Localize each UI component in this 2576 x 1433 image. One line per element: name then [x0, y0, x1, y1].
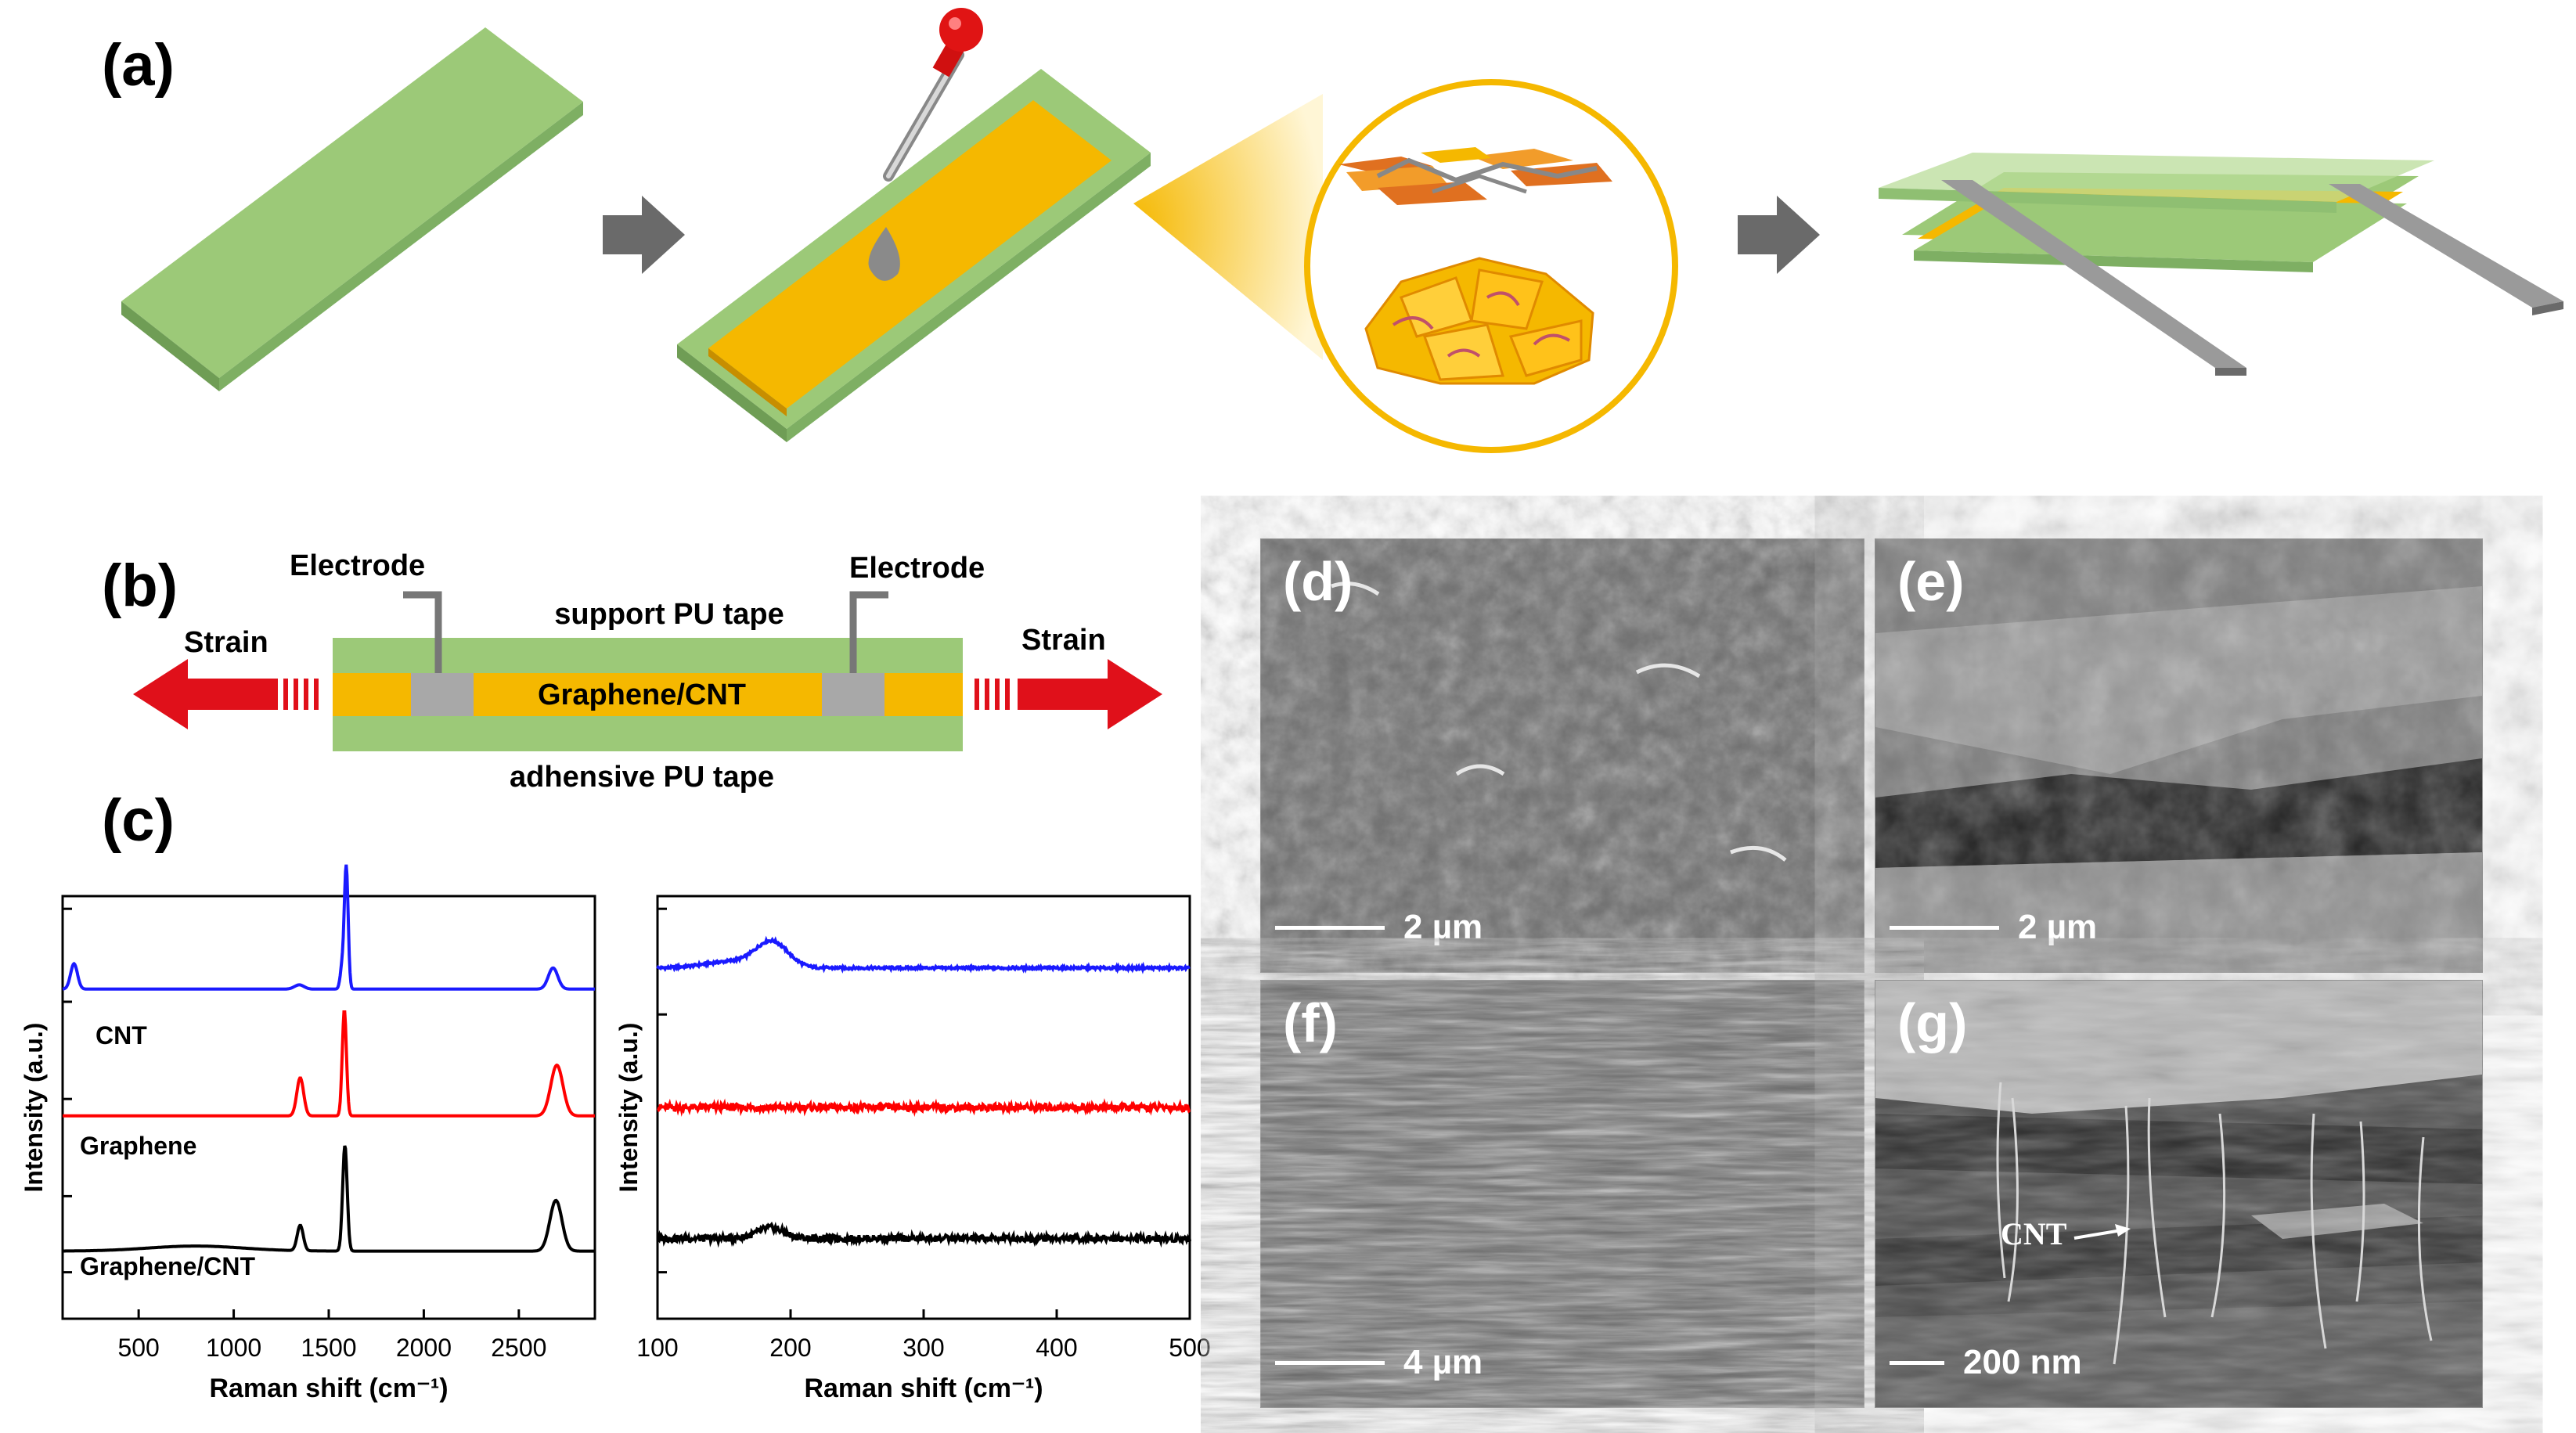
scale-bar-g: 200 nm [1890, 1343, 2082, 1382]
scale-text-e: 2 µm [2018, 908, 2098, 946]
sem-texture-f [1261, 981, 1864, 1407]
scale-text-g: 200 nm [1963, 1343, 2082, 1381]
sem-texture-g [1875, 981, 2482, 1407]
strain-arrow-left [133, 659, 319, 729]
series-label-graphene: Graphene [80, 1132, 196, 1160]
scale-line-d [1275, 925, 1385, 930]
sem-image-g: CNT (g) 200 nm [1875, 980, 2483, 1408]
x-axis-label: Raman shift (cm⁻¹) [209, 1374, 448, 1403]
x-tick-label-3: 2000 [396, 1334, 452, 1362]
sem-image-e: (e) 2 µm [1875, 538, 2483, 973]
electrode-left-label: Electrode [290, 549, 425, 582]
panel-b-schematic: Electrode Electrode support PU tape Grap… [133, 549, 1162, 794]
series-label-cnt: CNT [95, 1021, 147, 1050]
series-line-graphene [63, 1010, 595, 1118]
series-line-cnt [62, 864, 595, 991]
sem-texture-e [1875, 539, 2482, 972]
x-tick-label-1: 1000 [206, 1334, 261, 1362]
series-line-cnt [656, 935, 1191, 974]
zoom-cone [1133, 94, 1323, 360]
scale-line-g [1890, 1360, 1944, 1365]
magnified-circle [1304, 79, 1678, 453]
coated-tape [677, 69, 1151, 442]
x-tick-label-2: 1500 [301, 1334, 356, 1362]
process-arrow-1 [603, 196, 685, 274]
y-axis-label: Intensity (a.u.) [20, 1023, 48, 1193]
x-tick-label-2: 300 [903, 1334, 944, 1362]
panel-label-a: (a) [102, 32, 175, 99]
film-label: Graphene/CNT [538, 679, 746, 711]
scale-text-d: 2 µm [1403, 908, 1483, 946]
electrode-right-label: Electrode [849, 552, 985, 585]
x-tick-label-1: 200 [769, 1334, 811, 1362]
scale-line-f [1275, 1360, 1385, 1365]
panel-label-b: (b) [102, 553, 178, 619]
assembled-device [1879, 153, 2563, 376]
process-arrow-2 [1738, 196, 1820, 274]
series-line-graphene-cnt [63, 1145, 595, 1253]
annotation-arrow-icon [2074, 1223, 2131, 1240]
x-axis-label: Raman shift (cm⁻¹) [804, 1374, 1043, 1403]
electrode-left-pad [411, 673, 474, 716]
scale-line-e [1890, 925, 1999, 930]
dropper-icon [868, 8, 983, 281]
scale-bar-f: 4 µm [1275, 1343, 1483, 1382]
series-line-graphene [657, 1098, 1191, 1118]
adhesive-tape [333, 716, 963, 751]
strain-right-label: Strain [1021, 624, 1106, 657]
x-tick-label-4: 500 [1169, 1334, 1210, 1362]
sem-image-d: (d) 2 µm [1260, 538, 1864, 973]
sem-label-e: (e) [1897, 551, 1965, 612]
blank-tape [121, 27, 583, 391]
panel-a-schematic [121, 8, 2563, 453]
y-axis-label: Intensity (a.u.) [614, 1023, 643, 1193]
support-tape-label: support PU tape [554, 598, 784, 631]
x-tick-label-4: 2500 [491, 1334, 546, 1362]
support-tape [333, 638, 963, 673]
series-line-graphene-cnt [656, 1221, 1191, 1248]
scale-text-f: 4 µm [1403, 1343, 1483, 1381]
x-tick-label-0: 500 [117, 1334, 159, 1362]
electrode-right-pad [822, 673, 884, 716]
strain-left-label: Strain [184, 626, 268, 659]
scale-bar-e: 2 µm [1890, 908, 2097, 947]
adhesive-tape-label: adhensive PU tape [510, 761, 774, 794]
series-label-graphene-cnt: Graphene/CNT [80, 1252, 255, 1280]
cnt-annotation-label: CNT [2001, 1216, 2067, 1251]
panel-label-c: (c) [102, 787, 175, 854]
sem-label-f: (f) [1283, 992, 1338, 1053]
x-tick-label-0: 100 [636, 1334, 678, 1362]
x-tick-label-3: 400 [1036, 1334, 1077, 1362]
cnt-annotation: CNT [2001, 1215, 2137, 1252]
sem-label-g: (g) [1897, 992, 1968, 1053]
strain-arrow-right [975, 659, 1162, 729]
sem-image-f: (f) 4 µm [1260, 980, 1864, 1408]
sem-label-d: (d) [1283, 551, 1353, 612]
scale-bar-d: 2 µm [1275, 908, 1483, 947]
electrode-left-lead [403, 591, 442, 673]
sem-texture-d [1261, 539, 1864, 972]
electrode-right-lead [849, 591, 888, 673]
